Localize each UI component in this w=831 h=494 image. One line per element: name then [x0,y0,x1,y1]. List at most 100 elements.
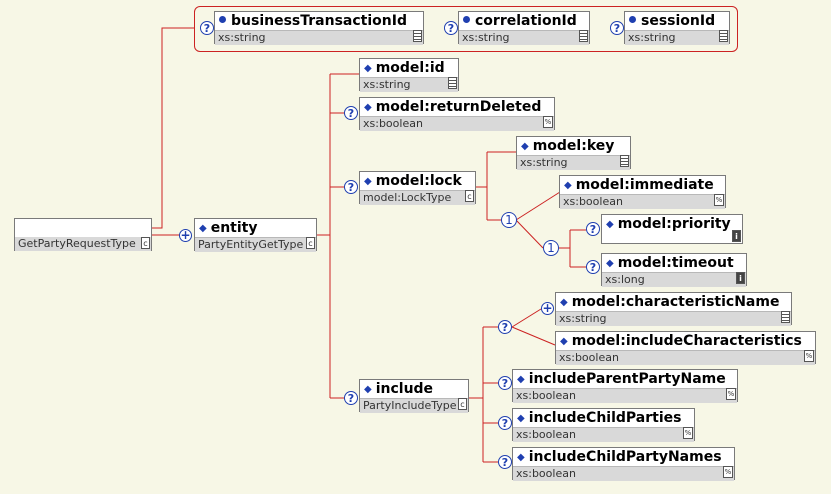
model-timeout-node[interactable]: ◆model:timeout xs:long i [601,253,747,287]
model-return-deleted-node[interactable]: ◆model:returnDeleted xs:boolean % [359,97,555,131]
optional-icon: ? [344,391,358,405]
complex-type-icon: c [465,190,474,202]
node-type: PartyEntityGetType [195,237,316,252]
optional-icon: ? [586,260,600,274]
node-type: PartyIncludeType [360,398,468,413]
sequence-icon: 1 [543,240,559,256]
model-lock-node[interactable]: ◆model:lock model:LockType c [359,171,476,205]
element-diamond-icon: ◆ [199,223,207,234]
node-type: xs:boolean [556,350,815,365]
lines-icon [781,311,790,323]
node-type: model:LockType [360,190,475,205]
attribute-dot-icon [629,16,636,23]
node-name: model:priority [617,216,731,232]
optional-icon: ? [586,222,600,236]
include-parent-party-name-node[interactable]: ◆includeParentPartyName xs:boolean % [512,369,738,403]
boolean-icon: % [723,466,733,478]
optional-icon: ? [344,106,358,120]
lines-icon [579,30,588,42]
element-diamond-icon: ◆ [564,180,572,191]
node-type: xs:string [625,30,729,45]
info-icon: i [732,230,741,242]
lines-icon [448,77,457,89]
element-diamond-icon: ◆ [364,176,372,187]
lines-icon [719,30,728,42]
attribute-group [194,6,738,52]
node-type: xs:string [215,30,423,45]
boolean-icon: % [714,194,724,206]
node-name: model:characteristicName [571,294,780,310]
element-diamond-icon: ◆ [517,374,525,385]
entity-node[interactable]: ◆entity PartyEntityGetType c [194,218,317,252]
include-child-party-names-node[interactable]: ◆includeChildPartyNames xs:boolean % [512,447,735,481]
lines-icon [620,155,629,167]
model-priority-node[interactable]: ◆model:priority i [601,214,743,244]
optional-icon: ? [498,416,512,430]
attr-session-id[interactable]: sessionId xs:string [624,11,730,45]
node-type: xs:string [517,155,630,170]
node-name: includeChildParties [528,410,682,426]
complex-type-icon: c [458,398,467,410]
node-type: xs:string [459,30,589,45]
info-icon: i [736,272,745,284]
element-diamond-icon: ◆ [521,141,529,152]
element-diamond-icon: ◆ [517,413,525,424]
model-immediate-node[interactable]: ◆model:immediate xs:boolean % [559,175,726,209]
element-diamond-icon: ◆ [364,102,372,113]
optional-icon: ? [498,320,512,334]
optional-icon: ? [498,455,512,469]
element-diamond-icon: ◆ [364,384,372,395]
node-name: model:immediate [575,177,714,193]
unbounded-icon: + [179,228,192,242]
complex-type-icon: c [306,237,315,249]
node-type: xs:boolean [513,466,734,481]
node-type: GetPartyRequestType [15,237,151,251]
root-type-node[interactable]: GetPartyRequestType c [14,218,152,251]
boolean-icon: % [683,427,693,439]
node-type: xs:boolean [513,388,737,403]
include-node[interactable]: ◆include PartyIncludeType c [359,379,469,413]
node-name: model:includeCharacteristics [571,333,802,349]
node-name: include [375,381,434,397]
unbounded-icon: + [541,301,554,315]
boolean-icon: % [726,388,736,400]
element-diamond-icon: ◆ [517,452,525,463]
node-type: xs:string [556,311,791,326]
attribute-dot-icon [463,16,470,23]
element-diamond-icon: ◆ [364,63,372,74]
node-type: xs:string [360,77,458,92]
include-child-parties-node[interactable]: ◆includeChildParties xs:boolean % [512,408,695,442]
boolean-icon: % [543,116,553,128]
optional-icon: ? [444,21,458,35]
attribute-dot-icon [219,16,226,23]
attr-correlation-id[interactable]: correlationId xs:string [458,11,590,45]
sequence-icon: 1 [501,212,517,228]
node-name: correlationId [475,13,577,29]
node-type: xs:long [602,272,746,287]
node-name: includeParentPartyName [528,371,726,387]
node-name: includeChildPartyNames [528,449,722,465]
model-characteristic-name-node[interactable]: ◆model:characteristicName xs:string [555,292,792,326]
attr-business-transaction-id[interactable]: businessTransactionId xs:string [214,11,424,45]
node-type: xs:boolean [560,194,725,209]
complex-type-icon: c [141,237,150,249]
node-name: model:timeout [617,255,734,271]
lines-icon [413,30,422,42]
element-diamond-icon: ◆ [560,297,568,308]
boolean-icon: % [804,350,814,362]
model-key-node[interactable]: ◆model:key xs:string [516,136,631,170]
node-name: model:key [532,138,615,154]
element-diamond-icon: ◆ [606,258,614,269]
optional-icon: ? [200,21,214,35]
model-id-node[interactable]: ◆model:id xs:string [359,58,459,92]
optional-icon: ? [344,180,358,194]
model-include-characteristics-node[interactable]: ◆model:includeCharacteristics xs:boolean… [555,331,816,365]
element-diamond-icon: ◆ [560,336,568,347]
node-name: model:id [375,60,445,76]
element-diamond-icon: ◆ [606,219,614,230]
optional-icon: ? [610,21,624,35]
node-name: sessionId [641,13,716,29]
node-type: xs:boolean [360,116,554,131]
